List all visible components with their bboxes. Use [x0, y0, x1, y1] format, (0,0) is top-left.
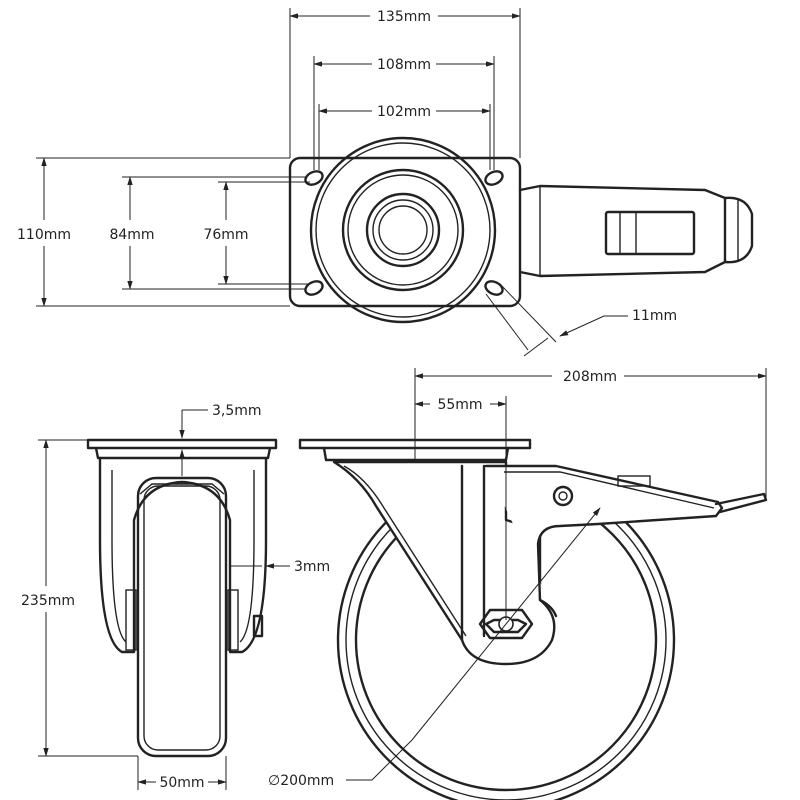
dim-hole-height-outer: 84mm: [109, 227, 154, 243]
dim-wheel-width: 50mm: [159, 775, 204, 791]
top-view-dimensions: 135mm 108mm 102mm 110mm 84mm 76mm 11mm: [17, 8, 677, 357]
dim-hole-span-outer: 108mm: [377, 57, 431, 73]
brake-lever-top: [518, 184, 754, 278]
side-view: [298, 438, 768, 800]
fork-front: [98, 456, 268, 654]
dim-total-height: 235mm: [21, 593, 75, 609]
dim-total-length: 208mm: [563, 369, 617, 385]
bearing-ring-mid: [341, 168, 465, 292]
dim-fork-thickness: 3mm: [294, 559, 330, 575]
bearing-ring-outer: [309, 136, 497, 324]
side-view-dimensions: 208mm 55mm ∅200mm: [268, 368, 767, 789]
dim-offset: 55mm: [437, 397, 482, 413]
front-view: [86, 438, 278, 758]
front-view-dimensions: 235mm 3,5mm 3mm 50mm: [21, 403, 330, 791]
top-view: [288, 136, 754, 324]
dim-plate-thickness: 3,5mm: [212, 403, 262, 419]
brake-lever-side: [484, 464, 724, 618]
dim-hole-span-inner: 102mm: [377, 104, 431, 120]
hole-bottom-left: [304, 280, 324, 296]
fork-side: [332, 460, 556, 666]
bearing-ring-inner: [365, 192, 441, 268]
dim-hole-diameter: 11mm: [632, 308, 677, 324]
dim-hole-height-inner: 76mm: [203, 227, 248, 243]
dim-wheel-diameter: ∅200mm: [268, 773, 334, 789]
hole-bottom-right: [484, 280, 504, 296]
wheel-front: [136, 476, 228, 758]
hole-top-left: [304, 170, 324, 186]
axle-nut: [484, 618, 528, 634]
dim-plate-width: 135mm: [377, 9, 431, 25]
mounting-plate: [288, 156, 522, 308]
dim-plate-height: 110mm: [17, 227, 71, 243]
hole-top-right: [484, 170, 504, 186]
